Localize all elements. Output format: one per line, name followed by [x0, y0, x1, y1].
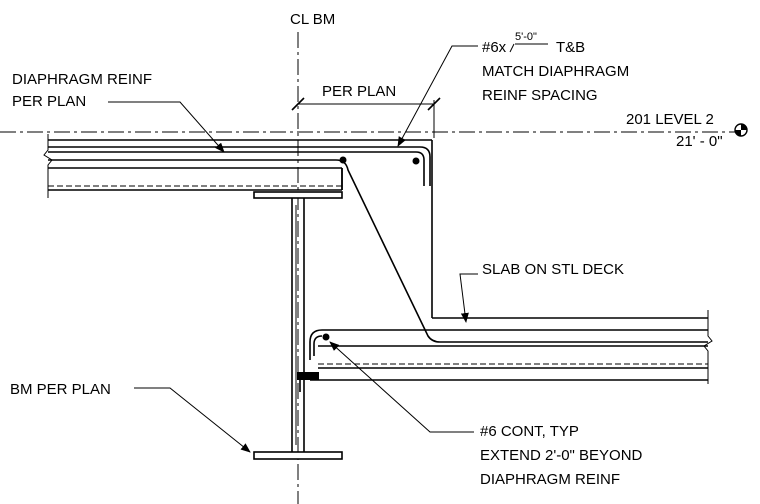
- leader-slab: [459, 273, 478, 323]
- slab-step: [341, 140, 708, 319]
- cont-label-2: EXTEND 2'-0" BEYOND: [480, 447, 643, 464]
- bar-dot-upper: [339, 156, 347, 164]
- leader-beam: [134, 387, 251, 453]
- diaphragm-label-1: DIAPHRAGM REINF: [12, 71, 152, 88]
- lower-slab: [310, 310, 713, 384]
- beam-label: BM PER PLAN: [10, 381, 111, 398]
- bar-prefix: #6x: [482, 39, 507, 56]
- cont-label-1: #6 CONT, TYP: [480, 423, 579, 440]
- leader-bar: [397, 45, 478, 147]
- centerline-label: CL BM: [290, 11, 335, 28]
- slab-label: SLAB ON STL DECK: [482, 261, 624, 278]
- leader-cont-bar: [329, 341, 474, 433]
- level-name: 201 LEVEL 2: [626, 111, 714, 128]
- bar-length: 5'-0": [515, 31, 537, 43]
- lower-bar: [309, 329, 708, 360]
- match-label-2: REINF SPACING: [482, 87, 598, 104]
- bar-suffix: T&B: [556, 39, 585, 56]
- per-plan-label: PER PLAN: [322, 83, 396, 100]
- level-marker-icon: [734, 123, 748, 137]
- diaphragm-label-2: PER PLAN: [12, 93, 86, 110]
- diagonal-bar: [48, 159, 708, 343]
- match-label-1: MATCH DIAPHRAGM: [482, 63, 629, 80]
- leader-diaphragm: [108, 101, 225, 153]
- upper-slab: [43, 134, 432, 198]
- bar-dot-lower: [322, 333, 330, 341]
- per-plan-dimension: [291, 97, 441, 138]
- bar-dot-corner: [412, 157, 420, 165]
- steel-beam: [253, 191, 343, 460]
- top-bar-upper: [48, 146, 431, 186]
- level-elevation: 21' - 0": [676, 133, 723, 150]
- cont-label-3: DIAPHRAGM REINF: [480, 471, 620, 488]
